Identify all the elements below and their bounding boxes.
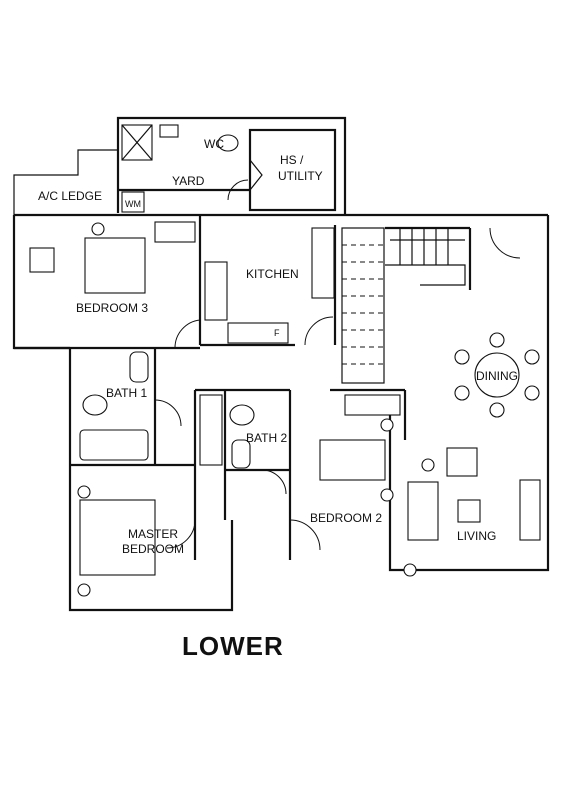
bath1-basin [82, 394, 108, 416]
wc-toilet [217, 134, 239, 152]
kitchen-door [304, 316, 334, 346]
floor-level-title: LOWER [182, 631, 284, 661]
bedroom3-bed [84, 237, 146, 294]
living-label: LIVING [457, 529, 496, 543]
hs-utility-wall [248, 128, 337, 212]
master-bedroom-label-line2: BEDROOM [122, 542, 184, 556]
main-entry-door [489, 227, 521, 259]
dining-chair [524, 385, 540, 401]
hs-utility-label-line2: UTILITY [278, 169, 323, 183]
master-outer-wall [68, 348, 234, 612]
master-door [166, 519, 196, 549]
tv-console [519, 479, 541, 541]
wc-label: WC [204, 137, 224, 151]
living-armchair [446, 447, 478, 477]
kitchen-sink-counter [311, 227, 335, 299]
fridge-label: F [274, 328, 280, 338]
bath1-toilet [129, 351, 149, 383]
dining-label: DINING [476, 369, 518, 383]
master-lamp-top [77, 485, 91, 499]
ac-ledge-wall [13, 149, 118, 216]
living-lamp [403, 563, 417, 577]
interior-walls [14, 188, 472, 560]
bedroom3-lamp [91, 222, 105, 236]
dining-table [474, 352, 520, 398]
bedroom2-lamp-top [380, 418, 394, 432]
yard-door [227, 179, 249, 201]
fridge-counter [227, 322, 289, 344]
living-lamp [421, 458, 435, 472]
bedroom3-label: BEDROOM 3 [76, 301, 148, 315]
bedroom3-door [174, 319, 201, 349]
bedroom2-lamp-bottom [380, 488, 394, 502]
bath2-label: BATH 2 [246, 431, 287, 445]
master-bed [79, 499, 156, 576]
dining-chair [454, 349, 470, 365]
bath2-door [261, 469, 287, 495]
washing-machine-label: WM [125, 199, 141, 209]
bedroom2-bed [319, 439, 386, 481]
master-lamp-bottom [77, 583, 91, 597]
bathtub [79, 429, 149, 461]
bedroom3-wardrobe [154, 221, 196, 243]
coffee-table [457, 499, 481, 523]
room-labels: A/C LEDGE YARD WC HS / UTILITY WM BEDROO… [38, 137, 518, 556]
kitchen-counter [204, 261, 228, 321]
yard-label: YARD [172, 174, 205, 188]
staircase [341, 227, 466, 384]
yard-outer-wall [116, 116, 347, 215]
dining-chair [489, 332, 505, 348]
exterior-walls [12, 116, 550, 612]
bedroom2-label: BEDROOM 2 [310, 511, 382, 525]
utility-door [249, 159, 263, 191]
ac-ledge-label: A/C LEDGE [38, 189, 102, 203]
dining-chair [489, 402, 505, 418]
bath2-toilet [231, 439, 251, 469]
hs-utility-label-line1: HS / [280, 153, 304, 167]
stair-run [341, 227, 385, 384]
master-bedroom-label-line1: MASTER [128, 527, 178, 541]
washing-machine [121, 191, 145, 213]
kitchen-label: KITCHEN [246, 267, 299, 281]
living-sofa [407, 481, 439, 541]
dining-chair [524, 349, 540, 365]
dining-chair [454, 385, 470, 401]
yard-sink [159, 124, 179, 138]
master-wardrobe [199, 394, 223, 466]
bedroom2-wardrobe [344, 394, 401, 416]
bath1-label: BATH 1 [106, 386, 147, 400]
bath1-door [154, 399, 182, 427]
doors [154, 159, 521, 551]
bath2-basin [229, 404, 255, 426]
fixtures [29, 124, 541, 597]
bedroom3-chair [29, 247, 55, 273]
bedroom3-outer-wall [12, 215, 70, 350]
bedroom2-door [289, 519, 321, 551]
